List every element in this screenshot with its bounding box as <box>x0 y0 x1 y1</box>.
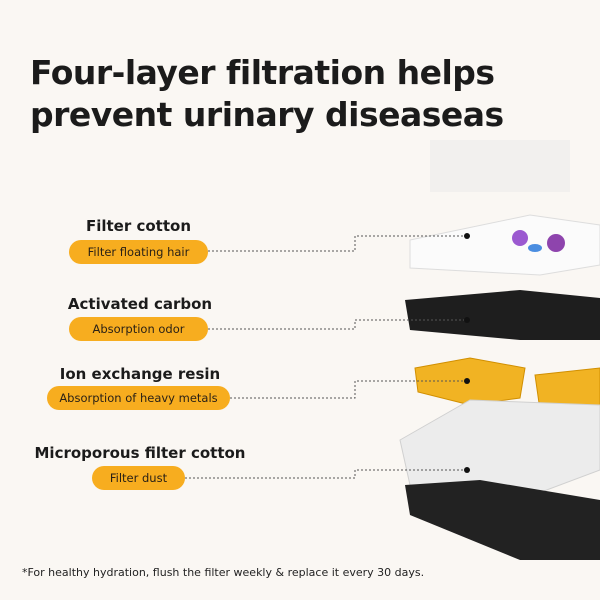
leader-lines <box>185 235 467 479</box>
layer-title: Microporous filter cotton <box>34 444 246 462</box>
layer-function-pill: Absorption odor <box>69 317 208 341</box>
bacteria-icon <box>547 234 565 252</box>
layer-title: Activated carbon <box>67 295 213 313</box>
footnote: *For healthy hydration, flush the filter… <box>22 566 425 579</box>
layer-title: Ion exchange resin <box>59 365 221 383</box>
bacteria-icon <box>512 230 528 246</box>
activated-carbon-layer <box>405 290 600 340</box>
layer-function-pill: Absorption of heavy metals <box>47 386 230 410</box>
fountain-top <box>430 140 570 192</box>
leader-dots <box>464 233 470 473</box>
filter-cotton-layer <box>409 214 600 276</box>
resin-layer-right <box>534 367 600 413</box>
resin-layer-left <box>414 357 526 406</box>
layer-function-pill: Filter dust <box>92 466 185 490</box>
filter-base <box>405 480 600 560</box>
germ-icon <box>528 244 542 252</box>
page-title: Four-layer filtration helps prevent urin… <box>30 53 504 134</box>
layer-function-pill: Filter floating hair <box>69 240 208 264</box>
layer-title: Filter cotton <box>85 217 191 235</box>
